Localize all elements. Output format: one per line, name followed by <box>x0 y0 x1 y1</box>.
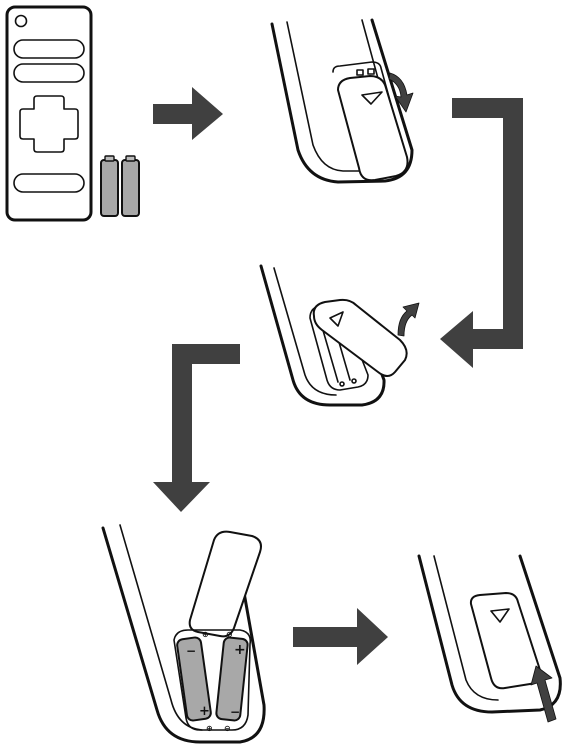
arrow-right-step1-to-step2 <box>153 87 223 140</box>
contact-plus-mark-bottom: ⊕ <box>206 724 213 733</box>
batteries-pair <box>100 155 140 217</box>
remote-top-button-1 <box>13 39 85 59</box>
ir-sensor-icon <box>14 14 28 28</box>
polarity-mark-icon <box>339 381 345 387</box>
remote-bottom-button <box>13 173 85 193</box>
inserted-battery-left <box>176 636 212 722</box>
arrow-bracket-step2-to-step3 <box>440 98 523 368</box>
remote-back-view-5 <box>417 554 562 714</box>
battery-right-cap <box>125 155 136 162</box>
remote-dpad-icon <box>19 95 79 153</box>
battery-cover-panel <box>337 75 409 182</box>
remote-back-view-3 <box>259 264 386 407</box>
step-remote-and-batteries <box>5 5 140 222</box>
arrow-l-step3-to-step4 <box>153 344 240 512</box>
battery-compartment-4: − + + − ⊕ ⊖ ⊕ ⊖ <box>173 629 252 733</box>
battery-left-cap <box>104 155 115 162</box>
battery-right <box>121 159 140 217</box>
step-slide-cover <box>270 18 414 184</box>
contact-plus-mark-top: ⊕ <box>202 630 209 639</box>
cover-triangle-icon-3 <box>329 311 344 327</box>
battery-left-minus-sign: − <box>186 644 196 658</box>
battery-right-minus-sign: − <box>230 705 240 719</box>
cover-triangle-icon-5 <box>490 608 510 623</box>
battery-cover-2 <box>332 61 409 182</box>
cover-latch-icon-2 <box>367 68 375 75</box>
cover-latch-icon <box>356 69 364 76</box>
battery-left <box>100 159 119 217</box>
cover-triangle-icon <box>361 91 383 105</box>
battery-cover-lifted <box>312 298 408 377</box>
contact-minus-mark-bottom: ⊖ <box>224 724 231 733</box>
remote-top-button-2 <box>13 63 85 83</box>
battery-right-plus-sign: + <box>234 642 246 658</box>
lift-up-curved-arrow-icon <box>397 302 420 337</box>
battery-left-plus-sign: + <box>199 704 210 719</box>
battery-cover-closed-5 <box>469 592 542 690</box>
battery-cover-panel-5 <box>469 592 542 690</box>
push-up-arrow-icon <box>530 665 557 723</box>
battery-cover-panel-3 <box>312 298 408 377</box>
step-insert-batteries: − + + − ⊕ ⊖ ⊕ ⊖ <box>101 524 266 744</box>
remote-control-front <box>5 5 93 222</box>
slide-down-curved-arrow-icon <box>388 72 414 113</box>
inserted-battery-right <box>215 636 249 722</box>
step-lift-cover <box>259 264 420 407</box>
contact-minus-mark-top: ⊖ <box>226 630 233 639</box>
arrow-right-step4-to-step5 <box>293 608 388 665</box>
step-replace-cover <box>417 554 562 723</box>
polarity-mark-icon-2 <box>351 378 357 384</box>
